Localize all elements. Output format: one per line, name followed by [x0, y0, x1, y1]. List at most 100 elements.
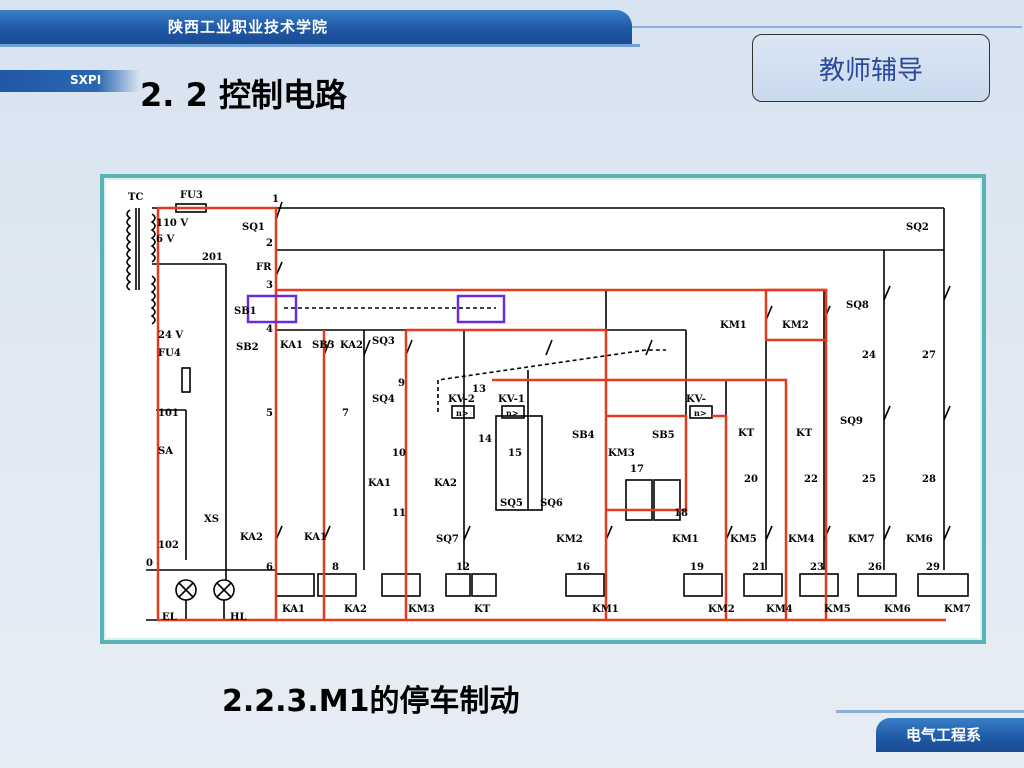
label: 14	[478, 434, 492, 445]
label: 11	[392, 508, 406, 519]
label: SB3	[312, 340, 335, 351]
school-abbr: SXPI	[70, 73, 102, 87]
circuit-svg: TC FU3 110 V 6 V 201 24 V FU4 101 SA XS …	[126, 190, 971, 623]
label: KA1	[280, 340, 303, 351]
label: KA1	[304, 532, 327, 543]
label: EL	[162, 612, 177, 623]
teacher-guidance-label: 教师辅导	[818, 55, 923, 86]
circuit-labels: TC FU3 110 V 6 V 201 24 V FU4 101 SA XS …	[128, 190, 971, 623]
teacher-guidance-button[interactable]: 教师辅导	[752, 34, 990, 102]
label: SQ9	[840, 416, 863, 427]
label: 24	[862, 350, 876, 361]
coil-label: KT	[474, 604, 491, 615]
label: KM3	[608, 448, 635, 459]
slide-subtitle: 2.2.3.M1的停车制动	[222, 684, 520, 719]
label: SA	[158, 446, 173, 457]
label: 10	[392, 448, 406, 459]
label: SQ8	[846, 300, 869, 311]
label: 28	[922, 474, 936, 485]
label: KA2	[434, 478, 457, 489]
label: KM4	[788, 534, 815, 545]
label: 29	[926, 562, 940, 573]
label: 27	[922, 350, 936, 361]
label: KA2	[240, 532, 263, 543]
label: n>	[456, 408, 469, 418]
label: 19	[690, 562, 704, 573]
label: 4	[266, 324, 273, 335]
label: KV-2	[448, 394, 475, 405]
label: KT	[738, 428, 755, 439]
switch-highlights	[246, 294, 506, 324]
label: SB5	[652, 430, 675, 441]
wiring	[126, 201, 969, 621]
footer-tab-bg	[876, 718, 1024, 752]
label: SB1	[234, 306, 257, 317]
label: 17	[630, 464, 644, 475]
label: SQ7	[436, 534, 459, 545]
label: 7	[342, 408, 349, 419]
label: KV-1	[498, 394, 525, 405]
label: FU3	[180, 190, 203, 201]
label: 110 V	[156, 218, 188, 229]
label: 13	[472, 384, 486, 395]
label: 15	[508, 448, 522, 459]
label: 20	[744, 474, 758, 485]
label: KM1	[720, 320, 747, 331]
label: KM5	[730, 534, 757, 545]
label: 201	[202, 252, 223, 263]
page-title: 2. 2 控制电路	[140, 76, 347, 114]
coil-label: KA1	[282, 604, 305, 615]
label: 25	[862, 474, 876, 485]
label: KM2	[556, 534, 583, 545]
label: SQ2	[906, 222, 929, 233]
coil-label: KM6	[884, 604, 911, 615]
label: 22	[804, 474, 818, 485]
label: 23	[810, 562, 824, 573]
label: 9	[398, 378, 405, 389]
label: KV-	[686, 394, 706, 405]
label: KA2	[340, 340, 363, 351]
coil-label: KM1	[592, 604, 619, 615]
label: FR	[256, 262, 272, 273]
label: 12	[456, 562, 470, 573]
label: 26	[868, 562, 882, 573]
label: 6	[266, 562, 273, 573]
label: n>	[694, 408, 707, 418]
active-current-path	[156, 206, 946, 622]
top-frame-line	[632, 26, 1022, 28]
label: HL	[230, 612, 246, 623]
label: SQ4	[372, 394, 395, 405]
coil-label: KM7	[944, 604, 971, 615]
circuit-diagram: TC FU3 110 V 6 V 201 24 V FU4 101 SA XS …	[104, 178, 982, 640]
abbr-bar	[0, 70, 140, 92]
label: 3	[266, 280, 273, 291]
header-divider	[0, 44, 640, 47]
school-name: 陕西工业职业技术学院	[168, 18, 329, 36]
label: KM6	[906, 534, 933, 545]
label: KA1	[368, 478, 391, 489]
label: SB4	[572, 430, 595, 441]
circuit-diagram-frame: TC FU3 110 V 6 V 201 24 V FU4 101 SA XS …	[100, 174, 986, 644]
label: KT	[796, 428, 813, 439]
coil-label: KM4	[766, 604, 793, 615]
label: 24 V	[158, 330, 183, 341]
label: SQ6	[540, 498, 563, 509]
label: KM1	[672, 534, 699, 545]
footer-line	[836, 710, 1024, 713]
label: SQ5	[500, 498, 523, 509]
label: 102	[158, 540, 179, 551]
label: KM7	[848, 534, 875, 545]
label: XS	[204, 514, 219, 525]
coil-label: KA2	[344, 604, 367, 615]
label: FU4	[158, 348, 181, 359]
footer-tab: 电气工程系	[836, 702, 1024, 768]
label: KM2	[782, 320, 809, 331]
label: SQ1	[242, 222, 265, 233]
label: 8	[332, 562, 339, 573]
department-name: 电气工程系	[906, 726, 982, 744]
label: 2	[266, 238, 273, 249]
label: SB2	[236, 342, 259, 353]
label: 6 V	[156, 234, 174, 245]
label: n>	[506, 408, 519, 418]
label: 5	[266, 408, 273, 419]
